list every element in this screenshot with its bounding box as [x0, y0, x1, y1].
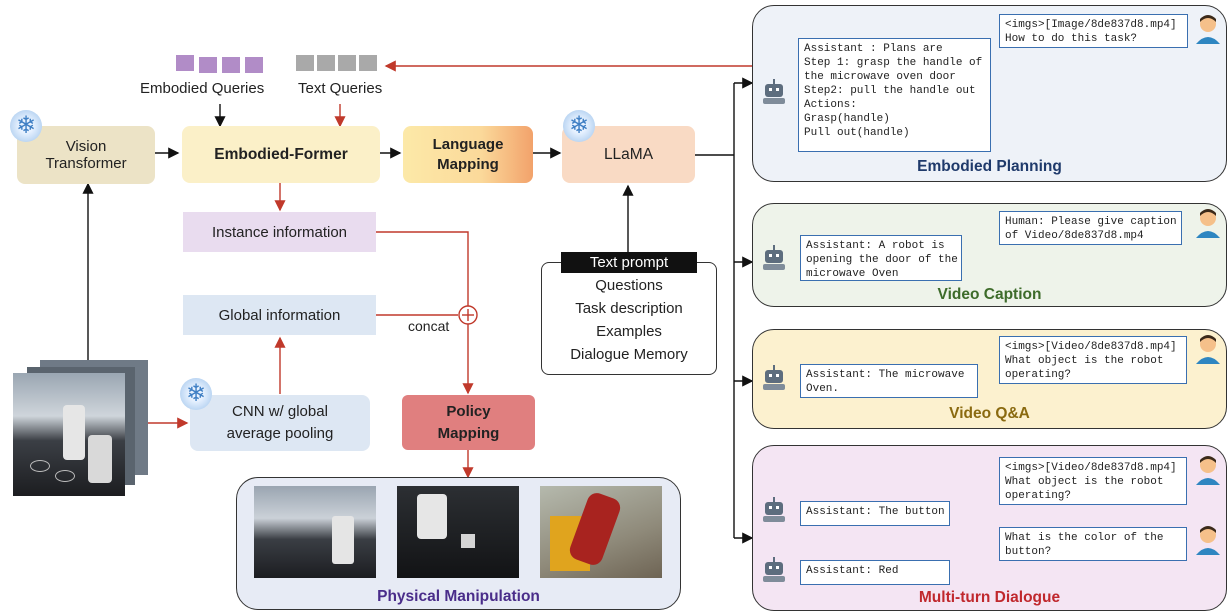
- robot-icon: [760, 244, 788, 277]
- human-icon: [1194, 14, 1222, 49]
- dialogue-assistant-bubble-1: Assistant: The button: [800, 501, 950, 526]
- human-icon: [1194, 208, 1222, 243]
- prompt-item-examples: Examples: [596, 323, 662, 340]
- cnn-frozen-snowflake-icon: ❄: [180, 378, 212, 410]
- qa-assistant-bubble: Assistant: The microwave Oven.: [800, 364, 978, 398]
- multi-turn-dialogue-title: Multi-turn Dialogue: [918, 589, 1061, 606]
- video-caption-title: Video Caption: [937, 286, 1042, 303]
- robot-icon: [760, 496, 788, 529]
- embodied-former-block: Embodied-Former: [182, 126, 380, 183]
- embodied-planning-title: Embodied Planning: [917, 158, 1062, 175]
- human-icon: [1194, 525, 1222, 560]
- text-queries-label: Text Queries: [298, 80, 383, 97]
- robot-icon: [760, 364, 788, 397]
- llama-frozen-snowflake-icon: ❄: [563, 110, 595, 142]
- planning-assistant-bubble: Assistant : Plans are Step 1: grasp the …: [798, 38, 991, 152]
- global-information-block: Global information: [183, 295, 376, 335]
- caption-assistant-bubble: Assistant: A robot is opening the door o…: [800, 235, 962, 281]
- cnn-block: CNN w/ global average pooling: [190, 395, 370, 451]
- language-mapping-block: Language Mapping: [403, 126, 533, 183]
- policy-mapping-block: Policy Mapping: [402, 395, 535, 450]
- dialogue-human-bubble-1: <imgs>[Video/8de837d8.mp4] What object i…: [999, 457, 1187, 505]
- manipulation-frame-3: [540, 486, 662, 578]
- vision-transformer-block: Vision Transformer: [17, 126, 155, 184]
- prompt-item-task-description: Task description: [575, 300, 683, 317]
- frozen-snowflake-icon: ❄: [10, 110, 42, 142]
- embodied-queries-label: Embodied Queries: [140, 80, 265, 97]
- human-icon: [1194, 455, 1222, 490]
- robot-icon: [760, 78, 788, 111]
- instance-information-block: Instance information: [183, 212, 376, 252]
- caption-human-bubble: Human: Please give caption of Video/8de8…: [999, 211, 1182, 245]
- robot-icon: [760, 556, 788, 589]
- prompt-item-dialogue-memory: Dialogue Memory: [570, 346, 688, 363]
- concat-label: concat: [408, 318, 450, 334]
- physical-manipulation-title: Physical Manipulation: [377, 588, 540, 605]
- text-prompt-header: Text prompt: [561, 252, 697, 273]
- dialogue-assistant-bubble-2: Assistant: Red: [800, 560, 950, 585]
- qa-human-bubble: <imgs>[Video/8de837d8.mp4] What object i…: [999, 336, 1187, 384]
- dialogue-human-bubble-2: What is the color of the button?: [999, 527, 1187, 561]
- video-qa-title: Video Q&A: [949, 405, 1030, 422]
- planning-human-bubble: <imgs>[Image/8de837d8.mp4] How to do thi…: [999, 14, 1188, 48]
- manipulation-frame-2: [397, 486, 519, 578]
- manipulation-frame-1: [254, 486, 376, 578]
- human-icon: [1194, 334, 1222, 369]
- prompt-item-questions: Questions: [595, 277, 663, 294]
